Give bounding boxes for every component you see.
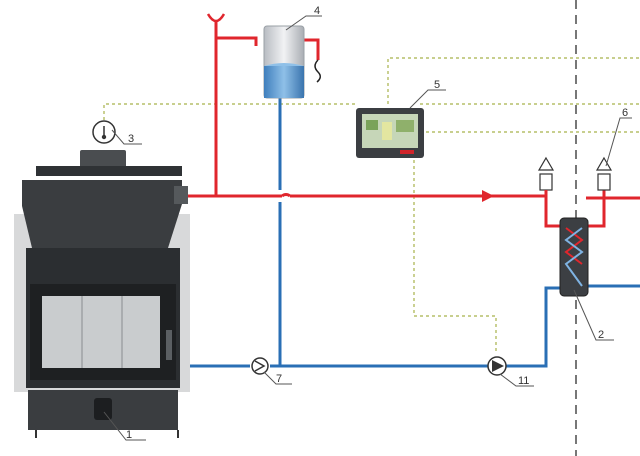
leader-5: [409, 89, 446, 109]
controller-unit: [356, 108, 424, 158]
callout-1: 1: [126, 429, 132, 441]
thermometer-icon: [92, 120, 116, 144]
expansion-tank: [263, 25, 305, 99]
hot-line-crossover: [281, 193, 291, 198]
controller-display-block: [366, 120, 378, 130]
leader-6: [605, 117, 632, 167]
air-vent-icon: [537, 156, 555, 198]
check-valve-icon: [251, 357, 269, 375]
hot-line-riser: [214, 36, 258, 196]
callout-2: 2: [598, 329, 604, 341]
wire-controller-to-pump: [413, 160, 497, 354]
leader-7: [263, 371, 292, 385]
leader-4: [285, 15, 322, 31]
hot-line-vent-branch: [586, 190, 606, 228]
hot-line-to-exchanger: [290, 194, 560, 228]
pump-icon: [487, 356, 507, 376]
control-wiring: [103, 57, 640, 354]
stove-air-knob: [94, 398, 112, 420]
stove-glass: [42, 296, 160, 368]
overflow-outlet-icon: [314, 59, 321, 83]
flow-arrow-icon: [482, 190, 494, 202]
controller-display-block: [382, 122, 392, 140]
leader-1: [103, 411, 146, 441]
controller-display-block: [396, 120, 414, 132]
callout-4: 4: [314, 5, 320, 17]
callout-3: 3: [128, 133, 134, 145]
stove: [14, 150, 190, 438]
stove-upper-body: [22, 180, 182, 248]
heat-exchanger: [559, 217, 589, 297]
callout-6: 6: [622, 107, 628, 119]
hot-supply-line: [186, 22, 640, 228]
leader-3: [111, 129, 142, 145]
cold-return-line: [186, 92, 640, 368]
tank-water-surface: [264, 63, 304, 66]
wire-controller-to-top: [387, 57, 640, 104]
stove-top-hood: [36, 166, 182, 176]
funnel-icon: [206, 13, 226, 23]
stove-flue-collar: [80, 150, 126, 168]
leader-2: [573, 289, 614, 341]
callout-7: 7: [276, 373, 282, 385]
cold-line-to-exchanger: [506, 286, 560, 368]
stove-hot-outlet: [174, 186, 188, 204]
air-vent-icon: [595, 156, 613, 191]
callout-5: 5: [434, 79, 440, 91]
leader-11: [499, 373, 534, 387]
callout-11: 11: [518, 375, 529, 387]
exchanger-cold-path: [564, 227, 584, 287]
controller-brand-mark: [400, 150, 414, 154]
tank-overflow-pipe: [304, 38, 320, 60]
stove-door-handle: [166, 330, 172, 360]
tank-water: [264, 66, 304, 98]
callout-leaders: [103, 15, 632, 441]
wire-sensor-to-controller: [103, 103, 356, 120]
